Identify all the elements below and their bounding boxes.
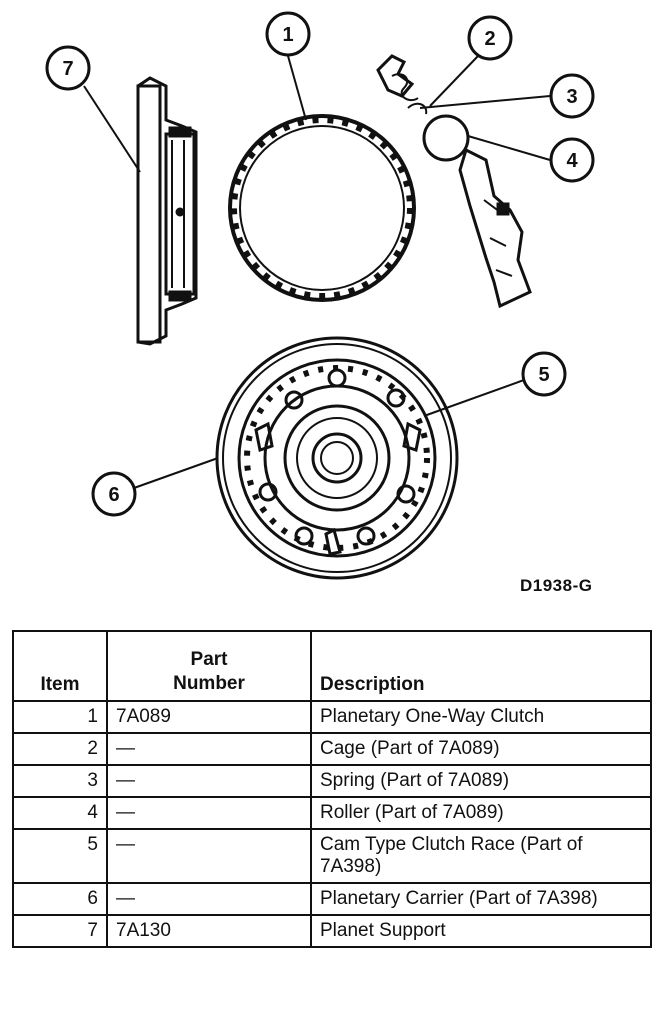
svg-text:7: 7 [62,58,73,80]
svg-text:3: 3 [566,86,577,108]
svg-text:2: 2 [484,28,495,50]
header-part-line1: Part [190,649,228,670]
row-part-number: — [106,732,312,766]
row-item: 3 [12,764,108,798]
svg-text:4: 4 [566,150,578,172]
header-item: Item [12,630,108,702]
one-way-clutch-ring-drawing [228,114,416,302]
row-item: 4 [12,796,108,830]
svg-text:5: 5 [538,364,549,386]
cage-spring-roller-drawing [376,54,532,309]
row-part-number: — [106,796,312,830]
row-description: Roller (Part of 7A089) [310,796,652,830]
table-row: 3 — Spring (Part of 7A089) [12,764,652,798]
row-part-number: — [106,764,312,798]
callout-4: 4 [549,137,595,183]
callout-7: 7 [45,45,91,91]
table-row: 6 — Planetary Carrier (Part of 7A398) [12,882,652,916]
row-item: 5 [12,828,108,884]
row-part-number: 7A089 [106,700,312,734]
row-part-number: 7A130 [106,914,312,948]
parts-table-header: Item Part Number Description [12,630,652,702]
callout-1: 1 [265,11,311,57]
header-part-line2: Number [173,673,245,694]
row-part-number: — [106,828,312,884]
row-description: Cam Type Clutch Race (Part of 7A398) [310,828,652,884]
exploded-parts-diagram: 1 2 3 4 5 6 7 [45,11,595,580]
header-part-number: Part Number [106,630,312,702]
callout-5: 5 [521,351,567,397]
callout-2: 2 [467,15,513,61]
leader-lines [83,55,551,489]
row-description: Planetary Carrier (Part of 7A398) [310,882,652,916]
planetary-carrier-drawing [215,336,459,580]
row-description: Spring (Part of 7A089) [310,764,652,798]
planet-support-drawing [136,76,198,346]
row-description: Cage (Part of 7A089) [310,732,652,766]
callout-6: 6 [91,471,137,517]
row-item: 2 [12,732,108,766]
table-row: 1 7A089 Planetary One-Way Clutch [12,700,652,734]
table-row: 7 7A130 Planet Support [12,914,652,948]
table-row: 4 — Roller (Part of 7A089) [12,796,652,830]
row-item: 7 [12,914,108,948]
parts-table: Item Part Number Description 1 7A089 Pla… [12,630,652,948]
figure-id: D1938-G [520,576,593,595]
svg-text:6: 6 [108,484,119,506]
svg-text:1: 1 [282,24,293,46]
row-item: 1 [12,700,108,734]
callout-3: 3 [549,73,595,119]
table-row: 5 — Cam Type Clutch Race (Part of 7A398) [12,828,652,884]
row-description: Planetary One-Way Clutch [310,700,652,734]
header-description: Description [310,630,652,702]
row-description: Planet Support [310,914,652,948]
row-part-number: — [106,882,312,916]
table-row: 2 — Cage (Part of 7A089) [12,732,652,766]
row-item: 6 [12,882,108,916]
